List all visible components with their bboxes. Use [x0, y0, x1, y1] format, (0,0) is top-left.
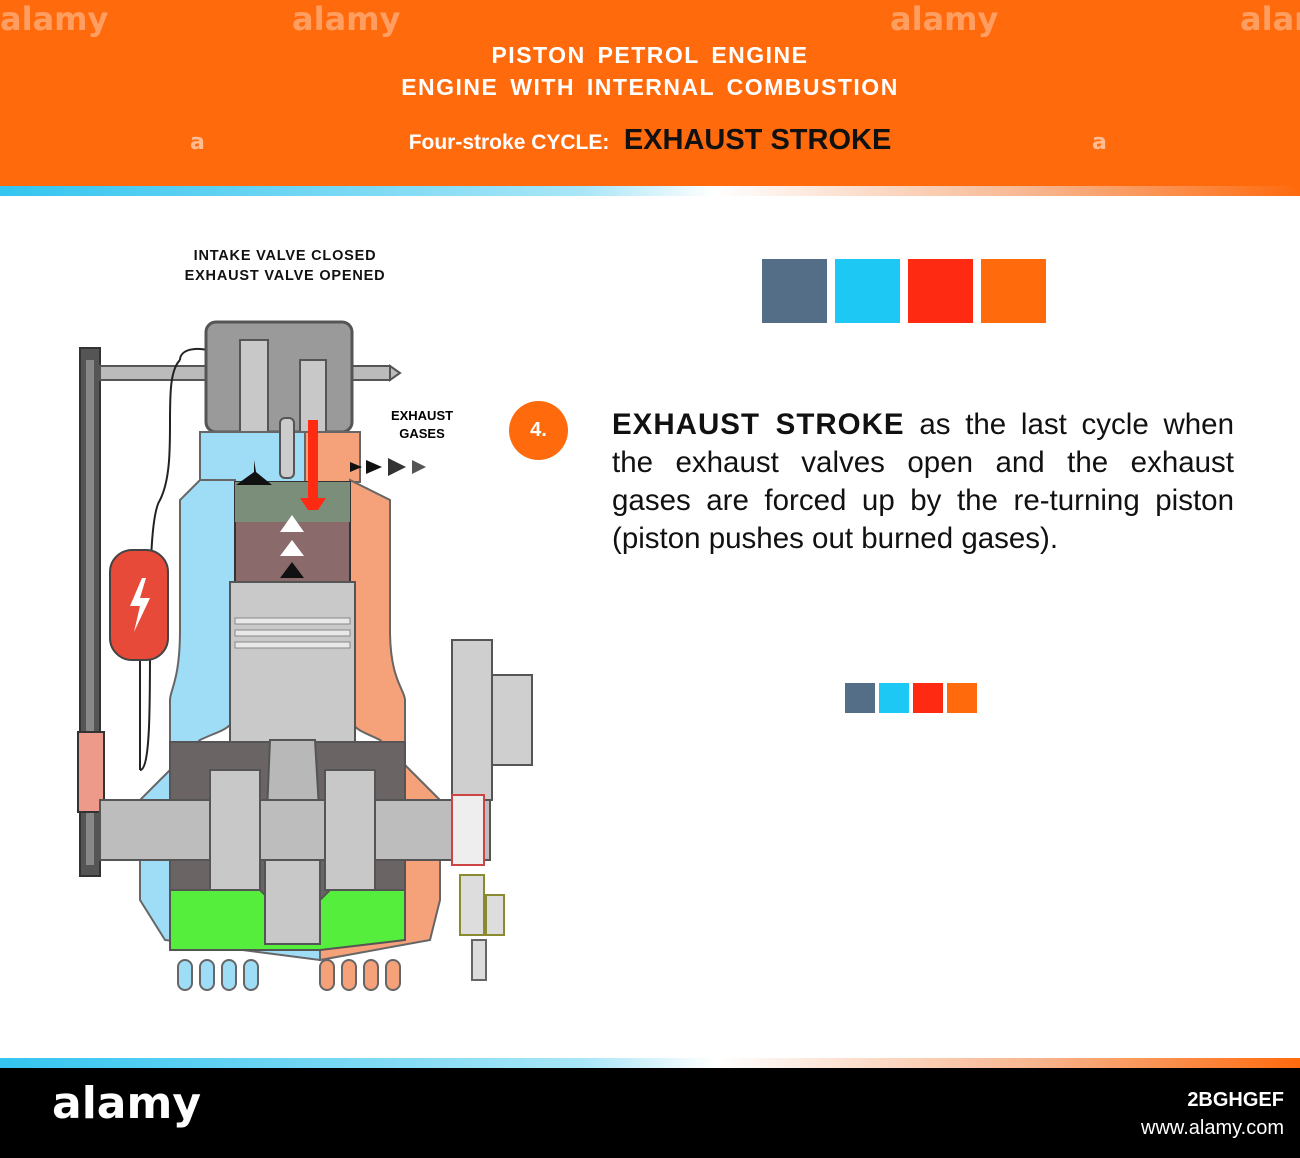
page-subtitle: ENGINE WITH INTERNAL COMBUSTION [401, 74, 899, 100]
description-text: as the last cycle when the exhaust valve… [612, 408, 1234, 555]
spark-wire-2 [139, 359, 181, 771]
cylinder-head-cover [204, 320, 354, 434]
exhaust-valve-status: EXHAUST VALVE OPENED [184, 268, 386, 284]
gases-label: GASES [399, 426, 445, 441]
description-heading: EXHAUST STROKE [612, 408, 905, 441]
right-arrow-icon [366, 460, 382, 474]
exhaust-valve-head [308, 420, 318, 500]
step-badge: 4. [509, 401, 568, 460]
divider-stripe [0, 186, 1300, 196]
spark-plug [279, 417, 295, 479]
footer-logo: alamy [52, 1078, 201, 1129]
cooling-fins [177, 959, 259, 991]
watermark: alamy [890, 0, 999, 38]
color-swatch [908, 259, 973, 323]
stroke-description: EXHAUST STROKE as the last cycle when th… [612, 406, 1234, 558]
page-title: PISTON PETROL ENGINE [491, 42, 809, 68]
header-banner [0, 0, 1300, 186]
intake-valve-status: INTAKE VALVE CLOSED [193, 248, 377, 264]
camshaft-end [389, 364, 402, 382]
image-id: 2BGHGEF [1187, 1089, 1284, 1111]
footer-bar [0, 1068, 1300, 1158]
piston [229, 581, 356, 743]
drive-gear [451, 794, 485, 866]
color-legend-small [845, 683, 977, 713]
combustion-gas-layer [235, 482, 350, 522]
piston-ring [234, 629, 351, 637]
color-swatch [947, 683, 977, 713]
color-legend [762, 259, 1046, 323]
hot-jacket [304, 431, 361, 483]
right-arrow-icon [350, 462, 362, 472]
flywheel-gear [451, 639, 493, 801]
watermark: a [190, 130, 205, 155]
cycle-heading: Four-stroke CYCLE: EXHAUST STROKE [0, 124, 1300, 157]
valve-status: INTAKE VALVE CLOSED EXHAUST VALVE OPENED [120, 246, 450, 286]
color-swatch [835, 259, 900, 323]
watermark: alamy [1240, 0, 1300, 38]
watermark: alamy [292, 0, 401, 38]
color-swatch [913, 683, 943, 713]
crankshaft [99, 799, 491, 861]
gases-label: EXHAUST [391, 408, 453, 423]
drive-gear [459, 874, 485, 936]
timing-belt-gear [77, 731, 105, 813]
up-arrow-icon [280, 515, 304, 532]
crank-web [324, 769, 376, 891]
up-arrow-icon [280, 562, 304, 578]
up-arrow-icon [280, 540, 304, 556]
color-swatch [879, 683, 909, 713]
crank-web [209, 769, 261, 891]
cooling-fins [319, 959, 401, 991]
drive-gear [471, 939, 487, 981]
piston-ring [234, 641, 351, 649]
drive-gear [485, 894, 505, 936]
right-arrow-icon [412, 460, 426, 474]
flywheel-gear [491, 674, 533, 766]
color-swatch [845, 683, 875, 713]
cycle-label: Four-stroke CYCLE: [408, 131, 610, 154]
intake-valve-head [236, 460, 272, 485]
watermark: a [1092, 130, 1107, 155]
right-arrow-icon [388, 458, 406, 476]
color-swatch [762, 259, 827, 323]
watermark: alamy [0, 0, 109, 38]
engine-diagram: EXHAUST GASES [77, 320, 533, 991]
divider-stripe [0, 1058, 1300, 1068]
piston-ring [234, 617, 351, 625]
footer-url: www.alamy.com [1141, 1117, 1284, 1139]
crank-pin [264, 859, 321, 945]
cycle-value: EXHAUST STROKE [623, 124, 892, 156]
exhaust-valve-head [300, 498, 326, 510]
color-swatch [981, 259, 1046, 323]
lightning-icon [130, 578, 150, 632]
timing-belt-track [86, 360, 94, 865]
